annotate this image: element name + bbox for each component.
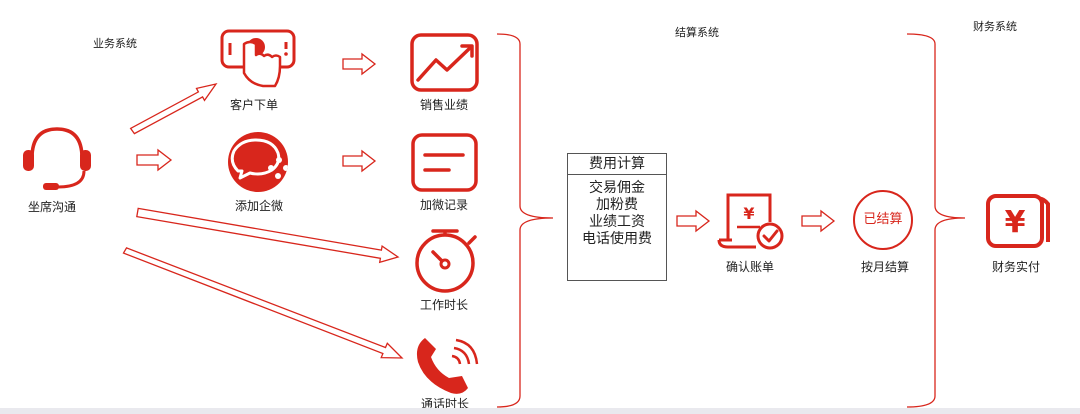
phone-call-icon (416, 338, 479, 394)
edge-agent-to-wecom-arrow (136, 148, 173, 172)
finance-pay-label: 财务实付 (991, 260, 1041, 274)
cost-calc-item: 业绩工资 (589, 214, 645, 230)
finance-system-title: 财务系统 (973, 20, 1017, 33)
svg-text:¥: ¥ (1005, 205, 1026, 240)
business-system-title: 业务系统 (93, 37, 137, 50)
cost-calc-box: 费用计算 交易佣金 加粉费 业绩工资 电话使用费 (567, 153, 667, 281)
wecom-chat-icon (228, 132, 288, 192)
edge-order-to-sales-arrow (342, 52, 377, 76)
work-time-label: 工作时长 (419, 298, 469, 312)
cost-calc-item: 电话使用费 (582, 231, 652, 247)
order-label: 客户下单 (229, 98, 279, 112)
settlement-system-brace (906, 33, 966, 408)
cost-calc-item: 交易佣金 (589, 180, 645, 196)
sales-label: 销售业绩 (419, 98, 469, 112)
wallet-icon: ¥ (986, 194, 1050, 248)
edge-agent-to-worktime-arrow (136, 207, 400, 264)
trend-chart-icon (410, 33, 479, 92)
settled-stamp-icon (853, 190, 913, 250)
stopwatch-icon (415, 229, 477, 293)
edge-bill-to-settle-arrow (801, 209, 836, 233)
bottom-strip (0, 408, 1080, 414)
svg-text:¥: ¥ (743, 204, 754, 223)
headset-icon (23, 127, 91, 190)
wecom-label: 添加企微 (234, 199, 284, 213)
cost-calc-item: 加粉费 (596, 197, 638, 213)
settled-stamp-text: 已结算 (863, 212, 903, 227)
phone-tap-icon (220, 29, 296, 88)
wecom-record-label: 加微记录 (419, 198, 469, 212)
edge-wecom-to-record-arrow (342, 149, 377, 173)
record-icon (411, 133, 478, 192)
cost-calc-items: 交易佣金 加粉费 业绩工资 电话使用费 (568, 175, 666, 248)
cost-calc-title: 费用计算 (568, 154, 666, 175)
agent-label: 坐席沟通 (27, 200, 77, 214)
edge-calc-to-bill-arrow (676, 209, 711, 233)
monthly-settle-label: 按月结算 (860, 260, 910, 274)
business-system-brace (496, 33, 554, 408)
bill-icon: ¥ (717, 193, 784, 250)
edge-agent-to-calltime-arrow (122, 247, 404, 359)
confirm-bill-label: 确认账单 (725, 260, 775, 274)
call-time-label: 通话时长 (420, 397, 470, 411)
settlement-system-title: 结算系统 (675, 26, 719, 39)
edge-agent-to-order-arrow (129, 82, 218, 135)
